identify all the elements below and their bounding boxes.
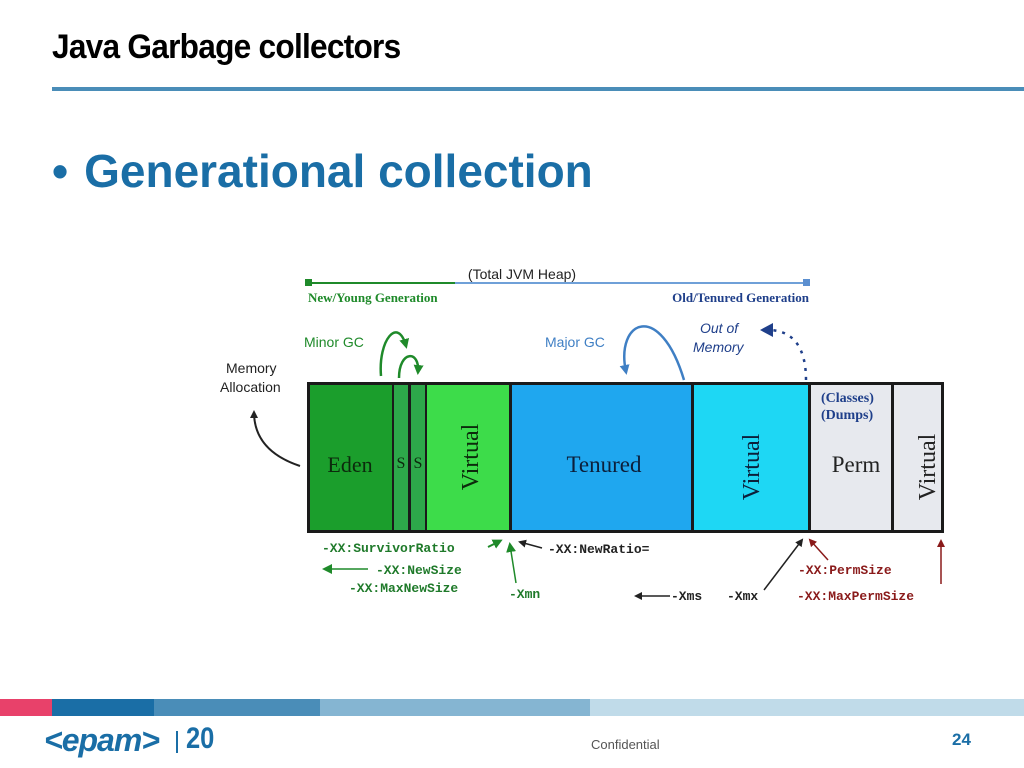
bullet-dot: • [52,145,69,197]
minor-gc-arrow-1 [379,331,410,377]
major-gc-label: Major GC [545,334,605,350]
old-generation-label: Old/Tenured Generation [672,290,810,305]
memory-allocation-arrow [250,410,301,467]
young-virtual-label: Virtual [458,423,484,490]
flag-max-new-size: -XX:MaxNewSize [349,581,458,596]
out-of-memory-arrowhead [760,323,773,337]
footer-bar-segment-4 [320,699,590,716]
perm-virtual-region [894,385,941,530]
perm-size-arrow [808,538,829,561]
epam-logo: <epam> [44,722,160,758]
jvm-heap-diagram: (Total JVM Heap) New/Young Generation Ol… [220,265,945,604]
footer-bar-segment-3 [154,699,320,716]
perm-classes-label: (Classes) [821,391,874,406]
title-rule [52,87,1024,91]
logo-separator [176,731,178,753]
logo-anniversary-number: 20 [186,722,215,755]
footer-bar-segment-5 [590,699,1024,716]
flag-xmn: -Xmn [509,587,540,602]
xmx-arrow [763,538,804,591]
footer-bar-segment-1 [0,699,52,716]
flag-xms: -Xms [671,589,702,604]
minor-gc-label: Minor GC [304,334,364,350]
perm-label: Perm [832,452,881,477]
perm-region [811,385,891,530]
minor-gc-arrow-2 [397,354,424,379]
tenured-virtual-region [694,385,808,530]
tenured-label: Tenured [566,452,642,477]
memory-allocation-line-1: Memory [226,360,277,376]
major-gc-arrow [619,325,686,381]
flag-xmx: -Xmx [727,589,758,604]
flag-new-size: -XX:NewSize [376,563,462,578]
footer-bar-segment-2 [52,699,154,716]
perm-virtual-label: Virtual [915,433,941,500]
confidential-label: Confidential [591,737,660,752]
heap-label: (Total JVM Heap) [468,266,576,282]
out-of-memory-line-2: Memory [693,339,745,355]
flag-max-perm-size: -XX:MaxPermSize [797,589,914,604]
eden-region [310,385,392,530]
flag-new-ratio: -XX:NewRatio= [548,542,650,557]
heap-start-marker [305,279,312,286]
survivor-1-region [394,385,408,530]
tenured-region [512,385,691,530]
young-virtual-region [427,385,509,530]
survivor-1-label: S [397,455,406,472]
out-of-memory-arrow [767,328,808,381]
survivor-2-region [411,385,425,530]
perm-dumps-label: (Dumps) [821,408,873,423]
flag-survivor-ratio: -XX:SurvivorRatio [322,541,455,556]
bullet-item: • Generational collection [52,144,593,198]
flag-perm-size: -XX:PermSize [798,563,892,578]
new-ratio-arrow [518,539,543,549]
young-generation-label: New/Young Generation [308,290,438,305]
memory-allocation-line-2: Allocation [220,379,281,395]
survivor-ratio-arrow [487,539,503,549]
page-number: 24 [952,730,971,749]
tenured-virtual-label: Virtual [739,433,765,500]
xmn-arrow [506,542,517,584]
bullet-text: Generational collection [84,145,593,197]
eden-label: Eden [327,452,372,477]
slide-title: Java Garbage collectors [52,28,401,66]
survivor-2-label: S [414,455,423,472]
out-of-memory-line-1: Out of [700,320,740,336]
heap-end-marker [803,279,810,286]
